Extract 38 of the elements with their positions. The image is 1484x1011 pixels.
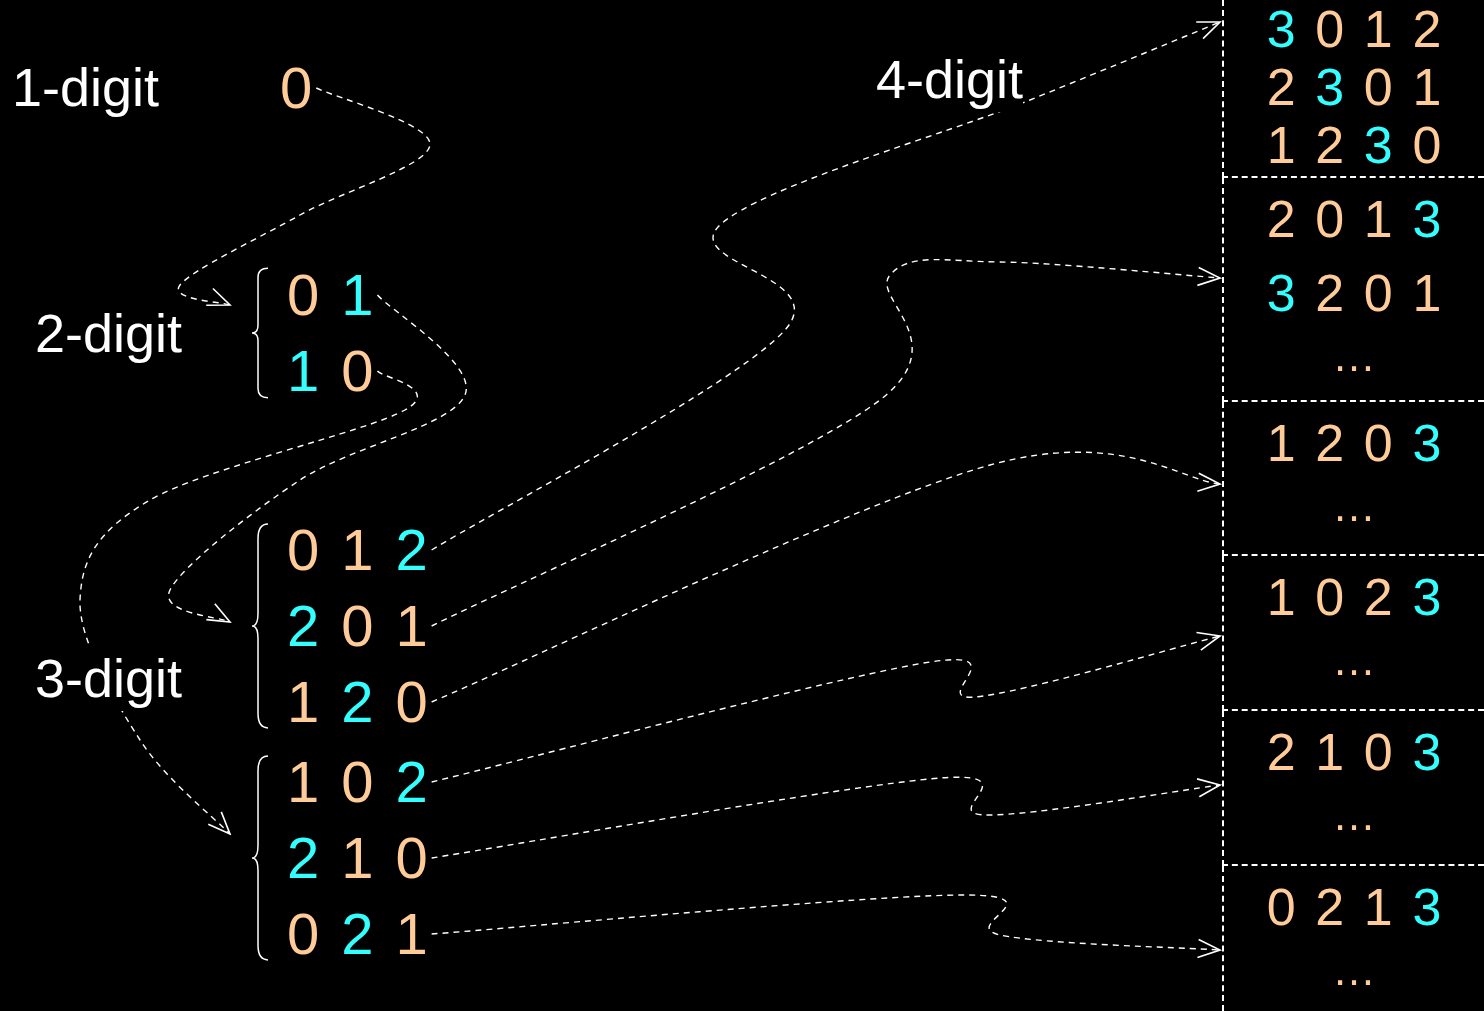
dashed-arrow <box>177 87 431 309</box>
dashed-arrow <box>430 776 1221 859</box>
digit-row-text: 1 0 2 3 <box>1265 567 1443 628</box>
digit-row-text: 2 1 0 <box>287 824 428 892</box>
digit-row-text: 2 0 1 3 <box>1265 189 1443 250</box>
digit-row-text: 2 0 1 <box>287 592 428 660</box>
digit-row-text: 0 2 1 <box>287 900 428 968</box>
digit-row-text: 2 1 0 3 <box>1265 722 1443 783</box>
digit-row-text: 1 2 0 3 <box>1265 413 1443 474</box>
dashed-arrow <box>430 894 1221 959</box>
permutation-cell <box>1222 0 1484 178</box>
digit-row-text: 3 2 0 1 <box>1265 263 1443 324</box>
digit-row-text: 1 2 3 0 <box>1265 116 1443 174</box>
digit-row-text: 0 2 1 3 <box>1265 877 1443 938</box>
digit-row-text: 0 1 2 <box>287 516 428 584</box>
dashed-arrow <box>79 370 419 835</box>
permutation-cell <box>1222 556 1484 711</box>
digit-row-text: 1 0 <box>287 337 374 405</box>
dashed-arrow <box>167 294 467 624</box>
ellipsis: … <box>1331 944 1377 996</box>
digit-row-text: 1 0 2 <box>287 748 428 816</box>
dashed-arrow <box>430 451 1221 703</box>
dashed-arrow <box>430 21 1221 551</box>
digit-row-text: 0 1 <box>287 261 374 329</box>
digit-row-text: 0 <box>280 54 313 122</box>
ellipsis: … <box>1331 789 1377 841</box>
ellipsis: … <box>1331 480 1377 532</box>
digit-row-text: 2 3 0 1 <box>1265 58 1443 116</box>
permutation-cell <box>1222 711 1484 866</box>
ellipsis: … <box>1331 634 1377 686</box>
dashed-arrow <box>430 632 1221 783</box>
level-label: 3-digit <box>35 645 183 711</box>
dashed-arrow <box>430 259 1221 627</box>
digit-row-text: 3 0 1 2 <box>1265 0 1443 58</box>
ellipsis: … <box>1331 330 1377 382</box>
permutation-cell <box>1222 178 1484 402</box>
permutation-cell <box>1222 402 1484 556</box>
digit-row-text: 1 2 0 <box>287 668 428 736</box>
